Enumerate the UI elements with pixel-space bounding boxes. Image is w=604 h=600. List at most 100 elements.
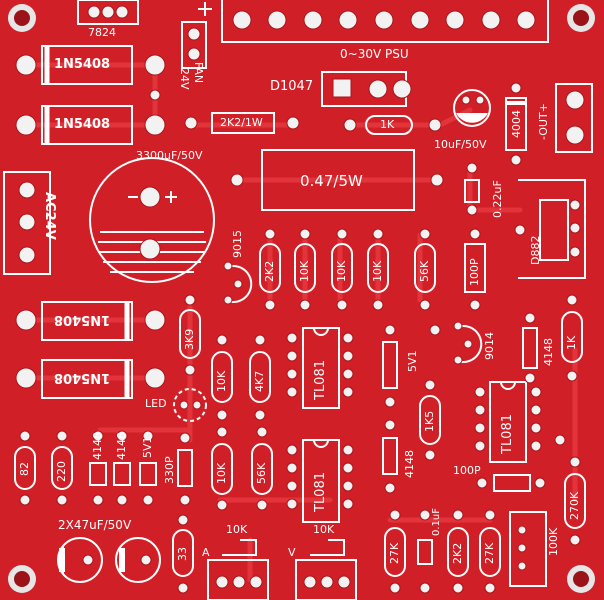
transistor-9015-footprint	[223, 261, 253, 305]
led-footprint	[173, 388, 207, 422]
label-diode-top-b: 1N5408	[54, 117, 111, 132]
potentiometer-v-footprint	[295, 539, 357, 600]
label-cap-10uf: 10uF/50V	[434, 138, 487, 151]
capacitor-330p-footprint	[177, 432, 193, 506]
left-lower-components	[14, 430, 157, 506]
ic-tl081-a-footprint	[286, 327, 354, 409]
output-connector-footprint	[555, 83, 593, 153]
label-r-82: 82	[18, 462, 31, 476]
regulator-7824-footprint	[77, 0, 139, 25]
label-diode-4004: 4004	[510, 110, 523, 138]
label-pot-v-value: 10K	[313, 523, 335, 536]
label-r-56k: 56K	[418, 260, 431, 282]
label-cap-100p-a: 100P	[468, 258, 481, 286]
label-out: -OUT+	[537, 103, 550, 140]
capacitor-10uf-footprint	[453, 89, 491, 127]
label-diode-4148-a: 4148	[542, 338, 555, 366]
trimmer-100k-footprint	[509, 511, 547, 587]
transistor-9014-footprint	[453, 321, 483, 365]
vertical-resistor-row	[259, 228, 486, 311]
ic-tl081-c-footprint	[474, 381, 542, 463]
label-r-270k: 270K	[568, 491, 581, 520]
d1047-footprint	[321, 71, 412, 107]
label-diode-top-a: 1N5408	[54, 57, 111, 72]
psu-connector-footprint	[221, 0, 549, 43]
diode-1n5408-lower-b	[15, 359, 166, 399]
label-r-10k-b: 10K	[335, 260, 348, 282]
diode-1n5408-lower-a	[15, 301, 166, 341]
ac24v-connector-footprint	[3, 171, 51, 275]
label-d882: D882	[529, 235, 542, 265]
label-r-2k2: 2K2	[263, 260, 276, 282]
zener-5v1-a-footprint	[382, 324, 398, 408]
label-diode-4148-b: 4148	[91, 432, 104, 460]
label-r-1k5: 1K5	[423, 410, 436, 432]
label-r-3k9: 3K9	[183, 328, 196, 350]
label-r-56k-b: 56K	[255, 462, 268, 484]
label-r-10k-e: 10K	[215, 462, 228, 484]
label-r-27k-b: 27K	[483, 542, 496, 564]
label-r-1k-top: 1K	[380, 118, 395, 131]
misc-pads	[184, 224, 566, 446]
diode-4148-mid-footprint	[382, 419, 398, 494]
label-r-10k-d: 10K	[215, 370, 228, 392]
label-r-100k: 100K	[547, 527, 560, 556]
label-zener-5v1-b: 5V1	[141, 436, 154, 458]
label-r-047-5w: 0.47/5W	[300, 172, 363, 190]
label-fan-voltage: 24V	[178, 68, 191, 90]
label-7824: 7824	[88, 26, 116, 39]
diode-1n5408-top-b	[15, 105, 166, 145]
label-pot-a-value: 10K	[226, 523, 248, 536]
diode-4004-footprint	[505, 82, 527, 166]
label-cap-3300uf: 3300uF/50V	[136, 149, 203, 162]
label-diode-4148-d: 4148	[403, 450, 416, 478]
potentiometer-a-footprint	[207, 539, 269, 600]
label-r-2k2-b: 2K2	[451, 542, 464, 564]
label-ic-tl081-a: TL081	[313, 360, 328, 400]
label-r-27k-a: 27K	[388, 542, 401, 564]
label-cap-330p: 330P	[163, 456, 176, 484]
bottom-resistor-row	[384, 456, 586, 594]
label-r-220: 220	[55, 461, 68, 482]
fan-connector-footprint	[181, 2, 212, 69]
ic-tl081-b-footprint	[286, 439, 354, 523]
label-r-4k7: 4K7	[253, 370, 266, 392]
label-r-1k-b: 1K	[565, 335, 578, 350]
label-zener-5v1-a: 5V1	[406, 350, 419, 372]
resistor-1k5-footprint	[419, 379, 441, 461]
label-r-10k-c: 10K	[371, 260, 384, 282]
label-cap-01uf: 0.1uF	[431, 508, 442, 536]
capacitor-3300uf-footprint	[89, 157, 215, 283]
right-diode-resistor	[522, 294, 583, 384]
mounting-holes	[8, 4, 595, 593]
label-cap-2x47uf: 2X47uF/50V	[58, 518, 132, 532]
capacitor-022uf-footprint	[464, 162, 480, 216]
d882-footprint	[518, 179, 586, 279]
label-pot-v: V	[288, 546, 296, 559]
label-cap-100p-b: 100P	[453, 464, 481, 477]
label-r-2k2-1w: 2K2/1W	[220, 116, 263, 129]
label-ic-tl081-b: TL081	[313, 472, 328, 512]
label-psu: 0~30V PSU	[340, 47, 409, 61]
resistor-1k-top-footprint	[343, 115, 442, 135]
capacitor-100p-b-footprint	[476, 474, 546, 492]
diode-1n5408-top-a	[15, 45, 166, 85]
lower-mid-resistors	[211, 426, 273, 511]
resistor-33-footprint	[172, 514, 194, 594]
label-ac24v: AC24V	[42, 192, 57, 240]
label-transistor-9014: 9014	[483, 332, 496, 360]
label-r-33: 33	[176, 547, 189, 561]
label-led: LED	[145, 397, 167, 410]
resistor-047-5w-footprint	[230, 149, 444, 211]
capacitor-2x47uf-footprint	[57, 537, 161, 583]
label-diode-lower-a: 1N5408	[54, 312, 111, 327]
label-pot-a: A	[202, 546, 210, 559]
label-r-10k-a: 10K	[298, 260, 311, 282]
label-ic-tl081-c: TL081	[500, 414, 515, 454]
label-fan: FAN	[192, 62, 205, 84]
label-d1047: D1047	[270, 79, 314, 94]
label-diode-lower-b: 1N5408	[54, 370, 111, 385]
label-cap-022uf: 0.22uF	[491, 180, 504, 218]
